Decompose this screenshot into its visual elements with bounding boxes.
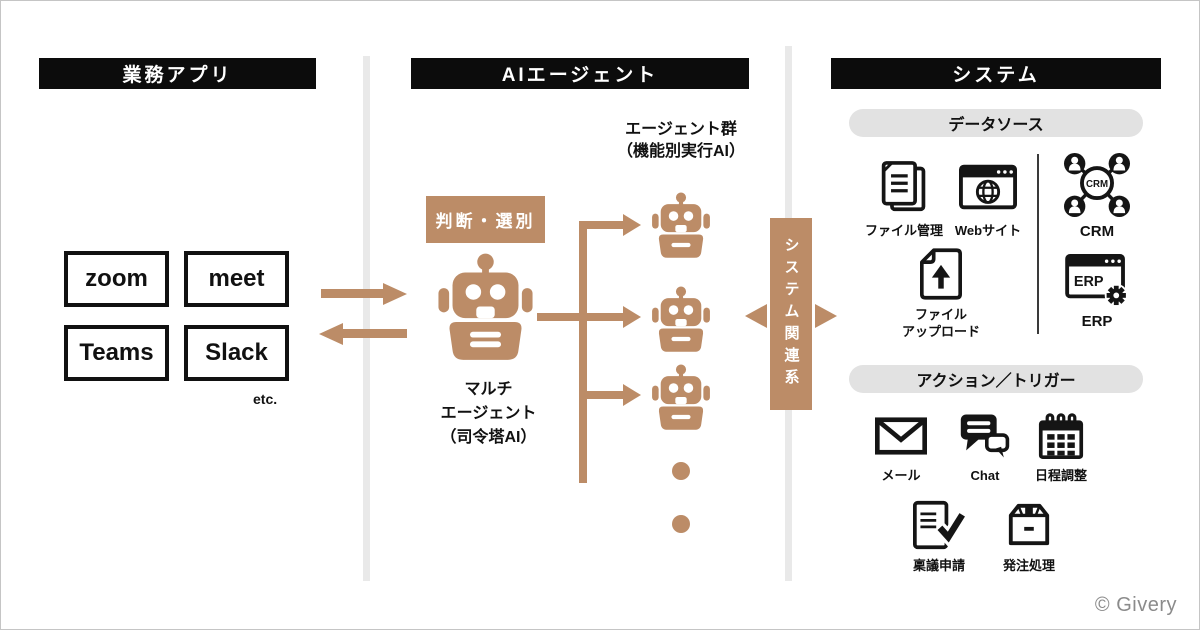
- column-divider-left: [363, 56, 370, 581]
- chat-icon: [959, 409, 1011, 463]
- ellipsis-dot-1: [672, 462, 690, 480]
- crm-network-icon: CRM: [1063, 151, 1131, 219]
- app-label-zoom: zoom: [85, 265, 148, 292]
- chief-robot-caption: マルチ エージェント （司令塔AI）: [406, 378, 571, 450]
- file-stack-icon: [879, 156, 929, 218]
- package-box-icon: [1006, 497, 1052, 553]
- agent-header-label: AIエージェント: [501, 65, 659, 86]
- bridge-arrow-left: [745, 304, 767, 328]
- datasource-item-crm: CRM CRM: [1059, 151, 1135, 240]
- branch1-arrow-head: [623, 214, 641, 236]
- upload-label-line1: ファイル: [914, 307, 967, 322]
- group-caption-line1: エージェント群: [625, 121, 737, 138]
- action-item-chat: Chat: [943, 409, 1027, 484]
- branch3-arrow-head: [623, 384, 641, 406]
- datasource-item-erp: ERP ERP: [1059, 251, 1135, 330]
- datasource-title: データソース: [948, 117, 1044, 134]
- datasource-group-divider: [1037, 154, 1039, 334]
- chat-label: Chat: [970, 468, 1000, 483]
- ellipsis-dot-2: [672, 515, 690, 533]
- agent-group-caption: エージェント群 （機能別実行AI）: [591, 119, 771, 163]
- erp-label: ERP: [1081, 313, 1113, 330]
- mail-label: メール: [881, 468, 921, 483]
- action-item-mail: メール: [859, 409, 943, 484]
- judge-select-label: 判断・選別: [435, 212, 536, 231]
- chief-robot-icon: [437, 251, 534, 362]
- action-item-order: 発注処理: [987, 497, 1071, 574]
- upload-label: ファイル アップロード: [902, 306, 980, 340]
- agent-column-header: AIエージェント: [411, 58, 749, 89]
- datasource-item-website: Webサイト: [943, 156, 1033, 239]
- system-bridge-label: システム関連系: [782, 237, 800, 391]
- file-mgmt-label: ファイル管理: [864, 223, 943, 238]
- app-box-meet: meet: [184, 251, 289, 307]
- file-upload-icon: [920, 246, 962, 302]
- approval-label: 稟議申請: [912, 558, 965, 573]
- app-box-slack: Slack: [184, 325, 289, 381]
- judge-select-badge: 判断・選別: [426, 196, 545, 243]
- worker-robot-icon-3: [651, 363, 711, 431]
- crm-icon-text: CRM: [1086, 179, 1108, 190]
- group-caption-line2: （機能別実行AI）: [616, 143, 745, 160]
- calendar-icon: [1038, 409, 1084, 463]
- branch2-arrow-head: [623, 306, 641, 328]
- action-item-schedule: 日程調整: [1019, 409, 1103, 484]
- app-box-teams: Teams: [64, 325, 169, 381]
- browser-globe-icon: [959, 156, 1017, 218]
- chief-caption-line1: マルチ: [464, 381, 513, 398]
- branch2-shaft: [587, 313, 623, 321]
- chief-caption-line2: エージェント: [440, 405, 537, 422]
- mail-icon: [875, 409, 927, 463]
- system-header-label: システム: [952, 65, 1040, 86]
- apps-header-label: 業務アプリ: [122, 65, 233, 86]
- erp-icon-text: ERP: [1074, 274, 1104, 290]
- app-label-slack: Slack: [205, 339, 268, 366]
- erp-window-icon: ERP: [1065, 251, 1129, 309]
- apps-etc-label: etc.: [253, 391, 278, 407]
- bridge-arrow-right: [815, 304, 837, 328]
- datasource-item-upload: ファイル アップロード: [876, 246, 1006, 340]
- action-item-approval: 稟議申請: [897, 497, 981, 574]
- branch3-shaft: [587, 391, 623, 399]
- copyright-text: © Givery: [1094, 594, 1177, 616]
- order-label: 発注処理: [1002, 558, 1055, 573]
- apps-to-agent-arrow-head: [383, 283, 407, 305]
- actions-title: アクション／トリガー: [916, 373, 1076, 390]
- approval-doc-icon: [913, 497, 965, 553]
- agent-to-apps-arrow-head: [319, 323, 343, 345]
- agent-to-apps-arrow-shaft: [343, 329, 407, 338]
- chief-to-trunk-line: [537, 313, 587, 321]
- chief-caption-line3: （司令塔AI）: [440, 429, 537, 446]
- datasource-item-file-mgmt: ファイル管理: [859, 156, 949, 239]
- actions-section-pill: アクション／トリガー: [849, 365, 1143, 393]
- app-box-zoom: zoom: [64, 251, 169, 307]
- apps-column-header: 業務アプリ: [39, 58, 316, 89]
- apps-to-agent-arrow-shaft: [321, 289, 383, 298]
- worker-robot-icon-2: [651, 285, 711, 353]
- system-column-header: システム: [831, 58, 1161, 89]
- system-bridge-bar: システム関連系: [770, 218, 812, 410]
- branch1-shaft: [587, 221, 623, 229]
- crm-label: CRM: [1079, 223, 1115, 240]
- app-label-meet: meet: [208, 265, 265, 292]
- schedule-label: 日程調整: [1034, 468, 1087, 483]
- worker-robot-icon-1: [651, 191, 711, 259]
- datasource-section-pill: データソース: [849, 109, 1143, 137]
- app-label-teams: Teams: [79, 339, 154, 366]
- website-label: Webサイト: [954, 223, 1022, 238]
- upload-label-line2: アップロード: [901, 324, 980, 339]
- branch-trunk-line: [579, 221, 587, 483]
